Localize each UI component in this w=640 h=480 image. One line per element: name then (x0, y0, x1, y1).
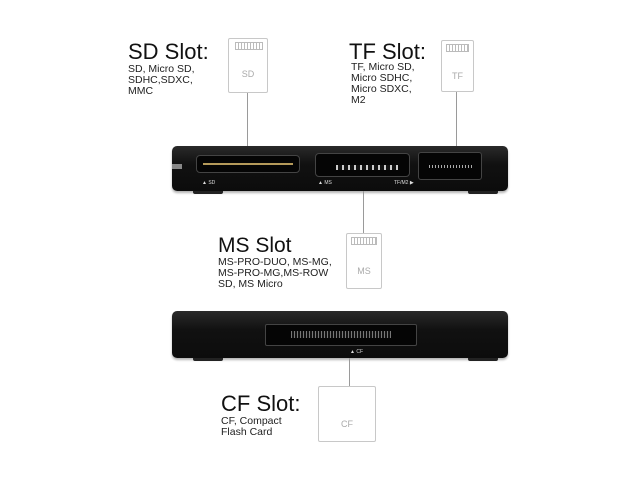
tf-port-label: TF/M2 ▶ (394, 180, 414, 186)
cf-slot-title: CF Slot: (221, 391, 301, 416)
cf-port-label: ▲ CF (350, 349, 364, 355)
tf-card-label: TF (452, 71, 463, 81)
cf-leader-line (349, 358, 350, 386)
ms-slot-title: MS Slot (218, 234, 292, 257)
tf-slot-description: TF, Micro SD, Micro SDHC, Micro SDXC, M2 (351, 61, 415, 106)
cf-port (265, 324, 417, 346)
tf-leader-line (456, 92, 457, 155)
tf-card-icon: TF (441, 40, 474, 92)
cf-card-icon: CF (318, 386, 376, 442)
cf-card-label: CF (341, 419, 353, 429)
sd-card-icon: SD (228, 38, 268, 93)
sd-port-label: ▲ SD (202, 180, 216, 186)
ms-leader-line (363, 191, 364, 233)
ms-port-label: ▲ MS (318, 180, 332, 186)
ms-card-icon: MS (346, 233, 382, 289)
cf-slot-description: CF, Compact Flash Card (221, 415, 282, 438)
sd-port (196, 155, 300, 173)
ms-slot-description: MS-PRO-DUO, MS-MG, MS-PRO-MG,MS-ROW SD, … (218, 256, 332, 290)
sd-slot-title: SD Slot: (128, 39, 209, 64)
indicator-led (172, 164, 182, 169)
ms-card-label: MS (357, 266, 371, 276)
sd-slot-description: SD, Micro SD, SDHC,SDXC, MMC (128, 63, 195, 97)
ms-port (315, 153, 410, 177)
tf-slot-title: TF Slot: (349, 39, 427, 64)
sd-leader-line (247, 93, 248, 155)
sd-card-label: SD (241, 69, 255, 79)
card-reader-back: ▲ CF (172, 311, 508, 358)
tf-port (418, 152, 482, 180)
card-reader-front: ▲ SD ▲ MS TF/M2 ▶ (172, 146, 508, 191)
